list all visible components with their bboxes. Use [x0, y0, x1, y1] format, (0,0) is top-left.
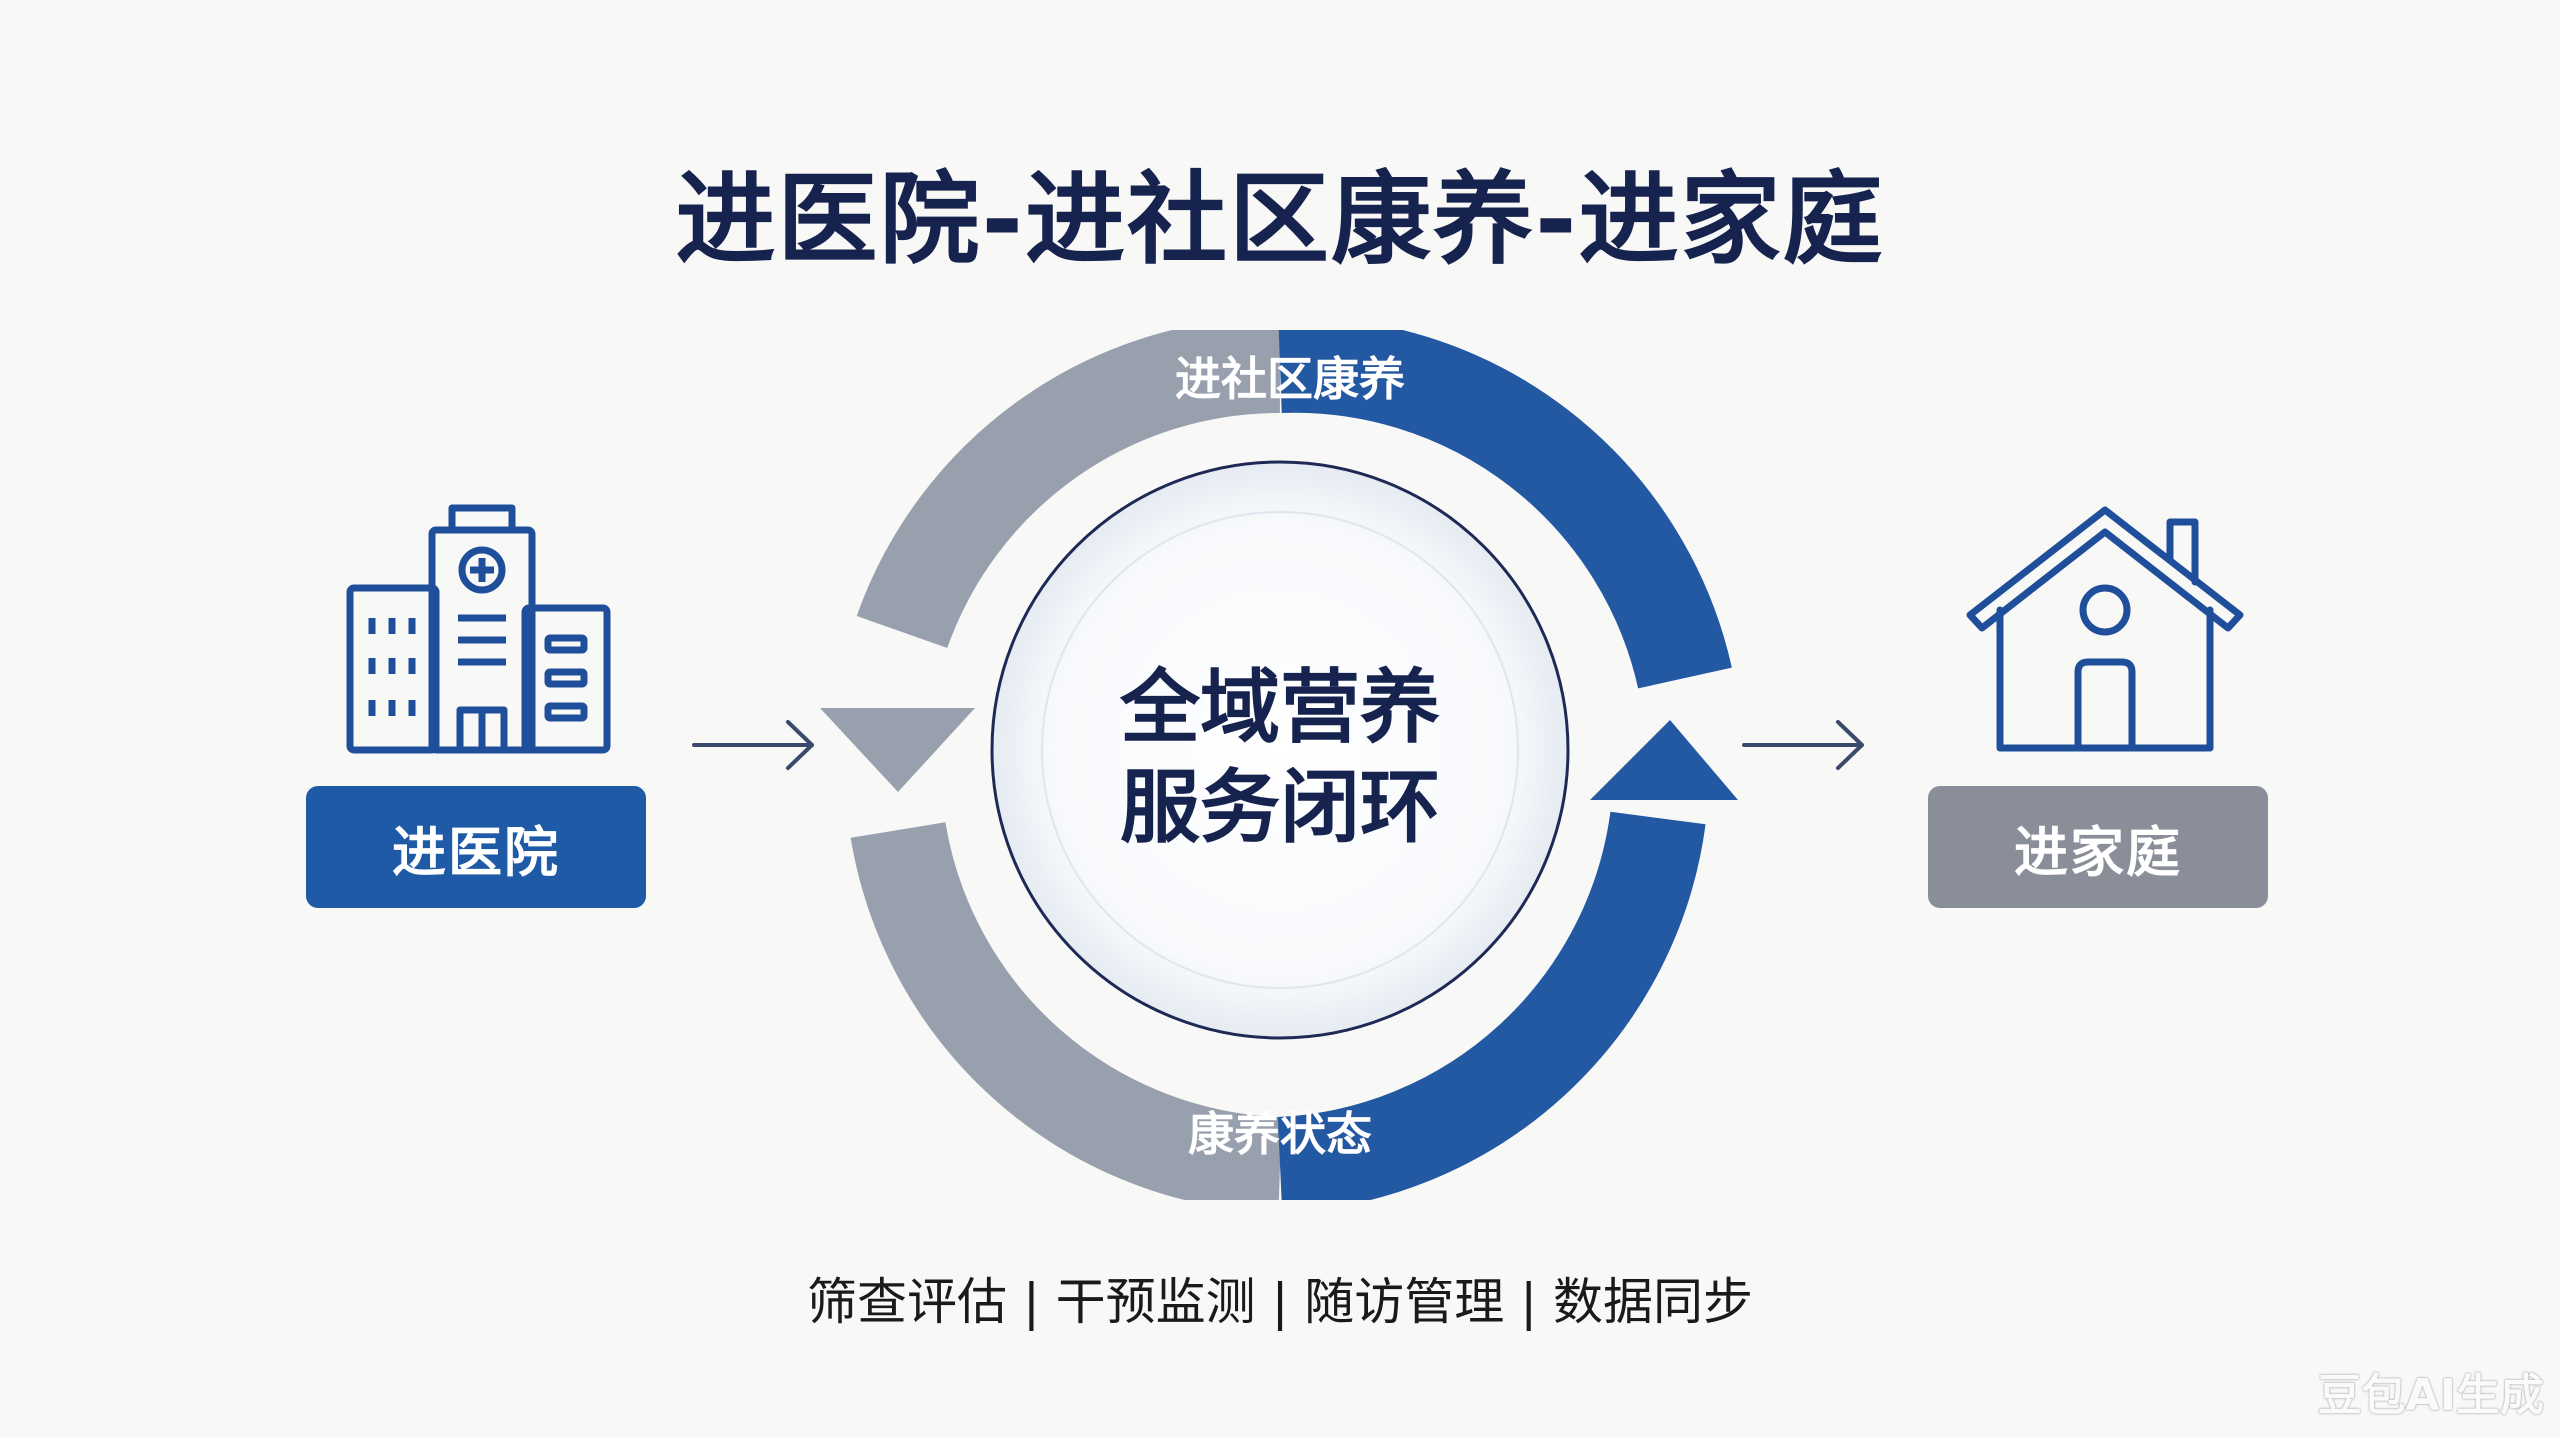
left-connector-arrow: [692, 720, 814, 770]
page-title: 进医院-进社区康养-进家庭: [675, 161, 1885, 278]
gray-arc-top: [856, 330, 1281, 649]
hospital-icon: [346, 504, 611, 754]
blue-arrowhead: [1590, 720, 1738, 800]
footer-steps: 筛查评估 | 干预监测 | 随访管理 | 数据同步: [807, 1273, 1753, 1331]
arc-label-bottom: 康养状态: [1188, 1107, 1372, 1161]
arc-label-top: 进社区康养: [1175, 352, 1405, 406]
gray-arrowhead: [820, 708, 975, 792]
hospital-label: 进医院: [306, 786, 646, 908]
house-icon: [1966, 506, 2244, 752]
blue-arc-top: [1278, 330, 1732, 689]
center-line-1: 全域营养: [1119, 661, 1440, 754]
center-line-2: 服务闭环: [1120, 761, 1440, 854]
home-label: 进家庭: [1928, 786, 2268, 908]
gray-arc-bottom: [850, 821, 1282, 1200]
right-connector-arrow: [1742, 720, 1864, 770]
watermark: 豆包AI生成: [2317, 1370, 2544, 1421]
blue-arc-bottom: [1277, 811, 1706, 1200]
cycle-diagram: 进社区康养 康养状态 全域营养 服务闭环: [820, 330, 1738, 1200]
